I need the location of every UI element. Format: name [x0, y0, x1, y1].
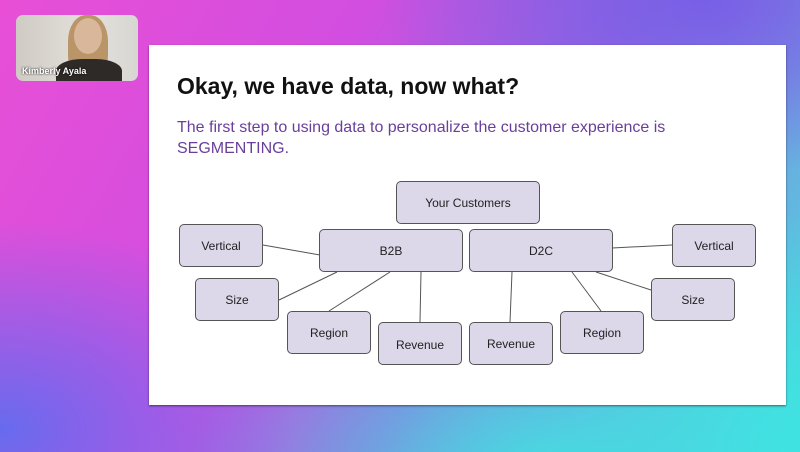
- node-b2b-size: Size: [195, 278, 279, 321]
- node-b2b-vertical: Vertical: [179, 224, 263, 267]
- slide-subtitle: The first step to using data to personal…: [177, 119, 666, 157]
- connector-line: [595, 271, 652, 291]
- participant-name: Kimberly Ayala: [22, 66, 87, 76]
- presentation-slide: Okay, we have data, now what? The first …: [149, 45, 786, 405]
- connector-lines: [262, 244, 673, 323]
- node-d2c-size: Size: [651, 278, 735, 321]
- participant-video-tile[interactable]: Kimberly Ayala: [16, 15, 138, 81]
- connector-line: [328, 271, 391, 312]
- connector-line: [509, 271, 513, 323]
- connector-line: [611, 244, 673, 249]
- node-b2b-region: Region: [287, 311, 371, 354]
- connector-line: [571, 271, 602, 312]
- connector-line: [419, 271, 422, 323]
- node-d2c-region: Region: [560, 311, 644, 354]
- node-b2b-revenue: Revenue: [378, 322, 462, 365]
- node-your-customers: Your Customers: [396, 181, 540, 224]
- node-b2b: B2B: [319, 229, 463, 272]
- slide-title: Okay, we have data, now what?: [177, 73, 520, 99]
- connector-line: [262, 244, 321, 256]
- node-d2c-vertical: Vertical: [672, 224, 756, 267]
- connector-line: [278, 271, 338, 301]
- node-d2c-revenue: Revenue: [469, 322, 553, 365]
- node-d2c: D2C: [469, 229, 613, 272]
